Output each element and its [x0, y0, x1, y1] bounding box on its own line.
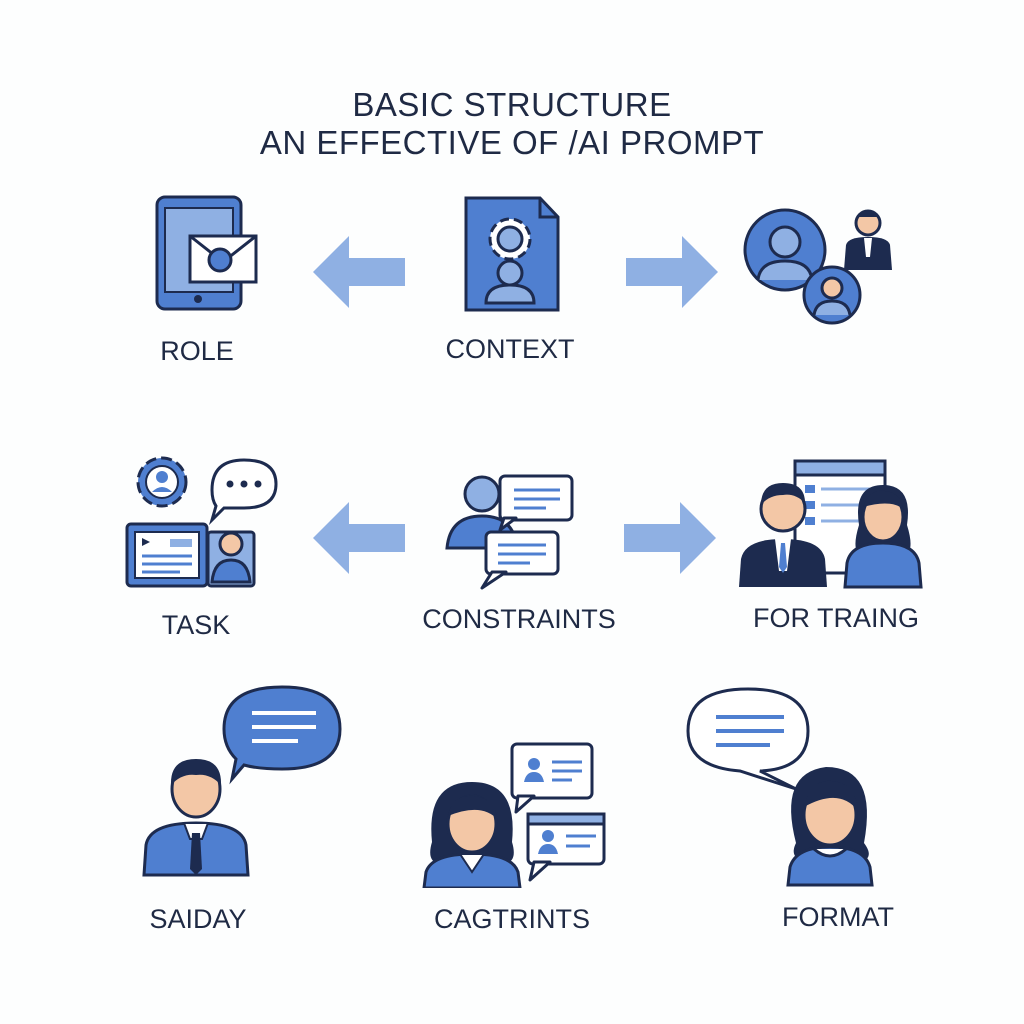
arrow-right-icon	[626, 236, 718, 308]
task-board-icon	[125, 456, 278, 588]
woman-cards-icon	[422, 742, 606, 888]
people-group-icon	[743, 208, 892, 325]
woman-speech-icon	[686, 687, 874, 887]
constraints-label: CONSTRAINTS	[422, 604, 616, 634]
format-label: FORMAT	[782, 902, 894, 932]
saiday-label: SAIDAY	[149, 904, 247, 934]
arrow-left-icon	[313, 502, 405, 574]
cagtrints-label: CAGTRINTS	[433, 904, 591, 934]
arrow-right-icon	[624, 502, 716, 574]
person-chat-icon	[445, 474, 574, 590]
tablet-mail-icon	[155, 195, 258, 311]
diagram-title-line-2: AN EFFECTIVE OF /AI PROMPT	[259, 124, 765, 161]
diagram-title-line-1: BASIC STRUCTURE	[352, 86, 672, 123]
document-gear-person-icon	[464, 196, 560, 312]
meeting-board-icon	[739, 459, 923, 589]
man-speech-icon	[142, 685, 342, 877]
context-label: CONTEXT	[445, 334, 575, 364]
arrow-left-icon	[313, 236, 405, 308]
for-traing-label: FOR TRAING	[752, 603, 920, 633]
role-label: ROLE	[160, 336, 234, 366]
task-label: TASK	[161, 610, 231, 640]
